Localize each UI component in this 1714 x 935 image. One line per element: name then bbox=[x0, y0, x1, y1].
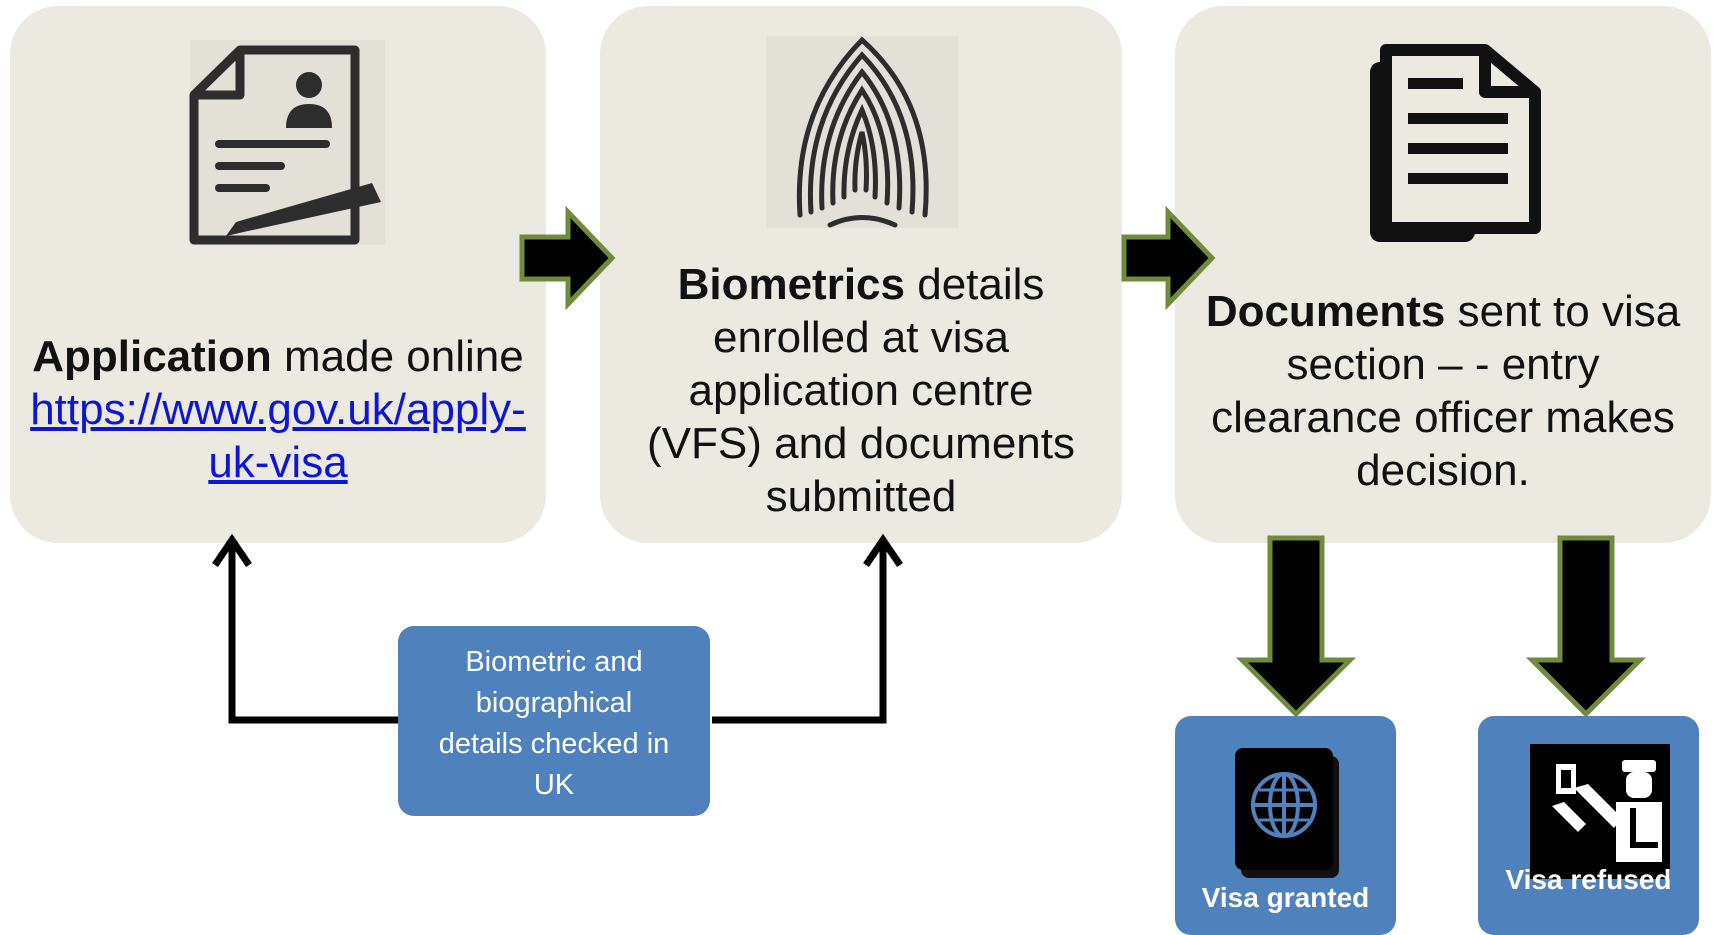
step-biometrics-desc: details enrolled at visa application cen… bbox=[647, 260, 1075, 521]
step-application-text: Application made online https://www.gov.… bbox=[22, 330, 534, 489]
arrow-down-refused bbox=[1525, 535, 1647, 718]
step-application-desc: made online bbox=[271, 332, 524, 381]
biometric-check-box: Biometric and biographical details check… bbox=[398, 626, 710, 816]
step-documents-title: Documents bbox=[1205, 287, 1446, 336]
step-biometrics-title: Biometrics bbox=[677, 260, 905, 309]
passport-icon bbox=[1235, 748, 1339, 878]
visa-granted-label: Visa granted bbox=[1201, 882, 1370, 913]
step-documents-text: Documents sent to visa section – - entry… bbox=[1205, 285, 1681, 497]
visa-refused-box: Visa refused bbox=[1478, 716, 1699, 935]
step-application-title: Application bbox=[32, 332, 272, 381]
visa-refused-label: Visa refused bbox=[1505, 864, 1672, 895]
connector-left-arrowhead bbox=[212, 533, 252, 567]
connector-left bbox=[228, 540, 398, 724]
application-form-icon bbox=[189, 40, 385, 245]
documents-icon bbox=[1370, 44, 1541, 242]
visa-granted-box: Visa granted bbox=[1175, 716, 1396, 935]
arrow-right-1 bbox=[519, 205, 616, 311]
connector-right bbox=[712, 540, 887, 724]
step-documents-desc: sent to visa section – - entry clearance… bbox=[1211, 287, 1681, 495]
arrow-down-granted bbox=[1235, 535, 1357, 718]
apply-link[interactable]: https://www.gov.uk/apply-uk-visa bbox=[30, 385, 526, 487]
border-officer-icon bbox=[1530, 744, 1670, 879]
arrow-right-2 bbox=[1121, 205, 1216, 311]
biometric-check-text: Biometric and biographical details check… bbox=[438, 646, 670, 801]
fingerprint-icon bbox=[766, 36, 958, 228]
step-biometrics-text: Biometrics details enrolled at visa appl… bbox=[630, 258, 1092, 523]
connector-right-arrowhead bbox=[863, 533, 903, 567]
